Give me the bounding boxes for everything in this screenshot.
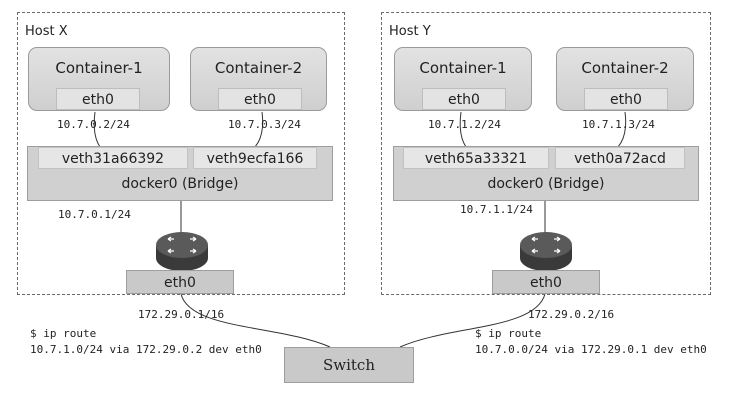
bridge-label: docker0 (Bridge) (487, 176, 605, 192)
container-ip: 10.7.1.3/24 (582, 118, 655, 131)
container-eth: eth0 (218, 88, 302, 110)
host-y-box (381, 12, 711, 295)
bridge-label: docker0 (Bridge) (121, 176, 239, 192)
container-eth: eth0 (422, 88, 506, 110)
container-name: Container-2 (581, 59, 669, 77)
host-y-label: Host Y (389, 24, 431, 39)
veth-interface: veth31a66392 (38, 147, 188, 169)
host-x-container-1[interactable]: Container-1 eth0 (28, 47, 170, 111)
router-icon (520, 232, 572, 271)
container-name: Container-1 (419, 59, 507, 77)
route-entry: 10.7.1.0/24 via 172.29.0.2 dev eth0 (30, 343, 262, 356)
container-ip: 10.7.1.2/24 (428, 118, 501, 131)
host-y-eth0: eth0 (492, 270, 600, 294)
host-y-container-2[interactable]: Container-2 eth0 (556, 47, 694, 111)
bridge-ip: 10.7.0.1/24 (58, 208, 131, 221)
container-ip: 10.7.0.3/24 (228, 118, 301, 131)
container-name: Container-2 (214, 59, 303, 77)
container-ip: 10.7.0.2/24 (57, 118, 130, 131)
veth-interface: veth65a33321 (403, 147, 549, 169)
host-ip: 172.29.0.2/16 (528, 308, 615, 321)
veth-interface: veth9ecfa166 (193, 147, 317, 169)
switch-box: Switch (284, 347, 414, 383)
host-ip: 172.29.0.1/16 (138, 308, 225, 321)
bridge-ip: 10.7.1.1/24 (460, 203, 533, 216)
host-y-container-1[interactable]: Container-1 eth0 (394, 47, 532, 111)
host-x-container-2[interactable]: Container-2 eth0 (190, 47, 327, 111)
container-eth: eth0 (584, 88, 668, 110)
container-eth: eth0 (56, 88, 140, 110)
router-icon (156, 232, 208, 271)
route-entry: 10.7.0.0/24 via 172.29.0.1 dev eth0 (475, 343, 707, 356)
host-x-box (17, 12, 345, 295)
host-x-label: Host X (25, 24, 68, 39)
route-command: $ ip route (30, 327, 97, 340)
host-x-eth0: eth0 (126, 270, 234, 294)
route-command: $ ip route (475, 327, 542, 340)
container-name: Container-1 (55, 59, 143, 77)
veth-interface: veth0a72acd (555, 147, 685, 169)
